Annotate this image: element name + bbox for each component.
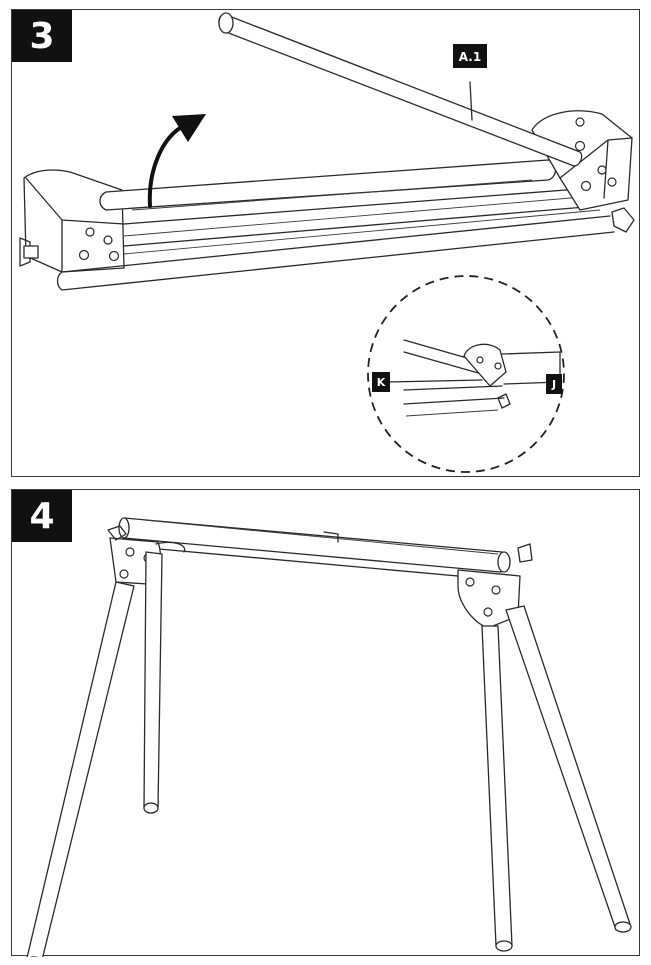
leg-front-right (505, 605, 631, 931)
leg-a1 (218, 13, 583, 167)
leg-front-left (26, 581, 135, 957)
step-3-number: 3 (12, 10, 72, 62)
left-knob-icon (19, 237, 31, 267)
top-rail (118, 517, 508, 573)
label-a1: A.1 (459, 50, 481, 64)
main-rail (56, 231, 615, 291)
right-knob-icon (611, 207, 635, 233)
step-3-illustration: A.1 K J (19, 12, 635, 473)
label-j: J (551, 378, 556, 391)
detail-zoom-view (387, 339, 561, 417)
leg-back-right (481, 625, 513, 947)
label-leader-j-top (501, 351, 561, 355)
label-leader-k (387, 379, 483, 383)
left-clamp-knob-icon (107, 525, 127, 541)
label-leader-a1 (469, 81, 473, 121)
label-j-box (546, 374, 562, 394)
leg-back-left (143, 551, 163, 809)
right-clamp-knob-icon (517, 543, 533, 563)
stored-leg-tube (99, 159, 557, 211)
step-4-illustration (26, 517, 632, 957)
detail-callout-circle (367, 275, 565, 473)
label-k-box (372, 372, 390, 392)
bracket-hole (85, 227, 95, 237)
label-a1-box (453, 44, 487, 68)
step-3-panel: 3 (11, 9, 640, 477)
step-4-panel: 4 (11, 489, 640, 957)
rotate-arrow-icon (147, 126, 182, 208)
label-k: K (377, 376, 386, 389)
step-4-number: 4 (12, 490, 72, 542)
